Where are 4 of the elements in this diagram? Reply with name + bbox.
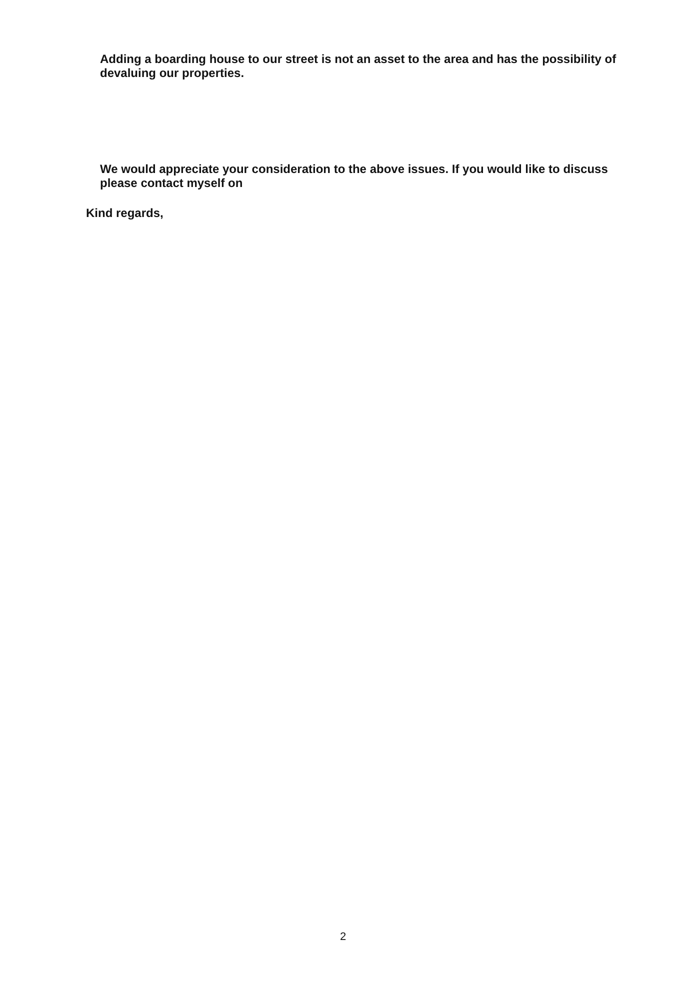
closing-text: Kind regards, bbox=[86, 206, 164, 220]
page-number: 2 bbox=[340, 930, 346, 944]
letter-paragraph: Adding a boarding house to our street is not an asset to the area and has the possibility of devaluing our properties. bbox=[100, 52, 618, 80]
letter-paragraph: We would appreciate your consideration to the above issues. If you would like to discuss please contact myself on bbox=[100, 162, 609, 190]
